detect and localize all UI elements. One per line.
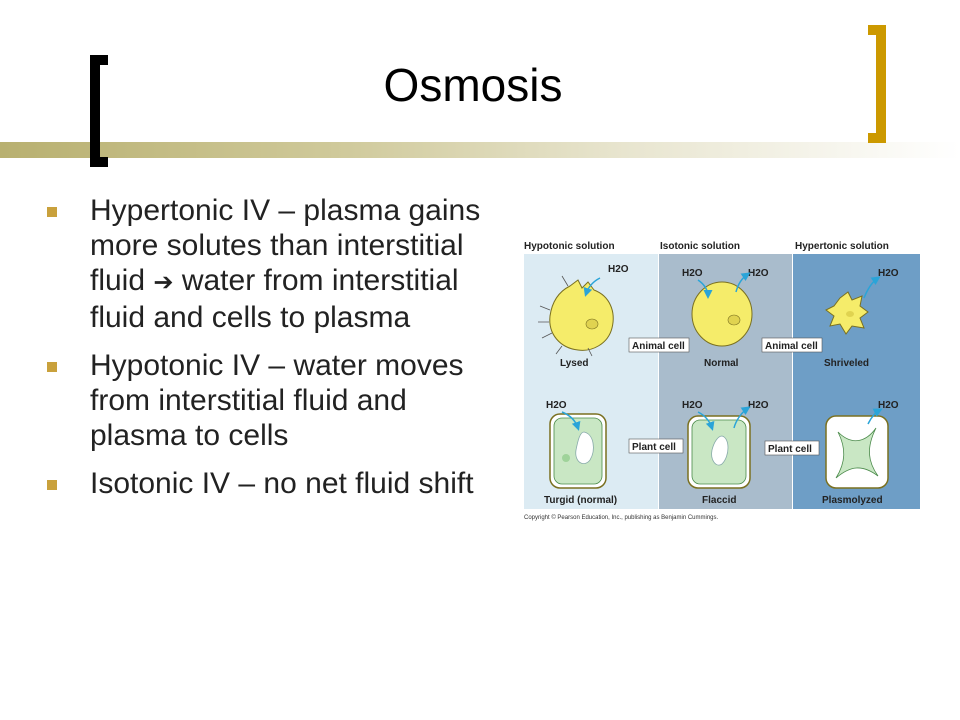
water-label: H2O <box>546 400 567 411</box>
shriveled-animal-cell <box>825 291 869 335</box>
water-label: H2O <box>878 268 899 279</box>
slide-title: Osmosis <box>383 59 563 111</box>
animal-cell-label: Animal cell <box>632 341 685 352</box>
label-lysed: Lysed <box>560 358 589 369</box>
right-bracket-decoration <box>868 25 886 143</box>
copyright-text: Copyright © Pearson Education, Inc., pub… <box>524 514 719 521</box>
animal-cell-callout-box <box>761 337 823 353</box>
water-arrow-in <box>583 277 601 297</box>
water-label: H2O <box>682 268 703 279</box>
label-shriveled: Shriveled <box>824 358 869 369</box>
water-arrow-out <box>863 276 881 299</box>
water-label: H2O <box>608 264 629 275</box>
label-normal: Normal <box>704 358 739 369</box>
bullet-lead: Isotonic IV <box>90 467 231 500</box>
header-hypotonic: Hypotonic solution <box>524 241 615 252</box>
bullet-isotonic: Isotonic IV – no net fluid shift <box>45 466 495 501</box>
flaccid-plant-cell <box>687 415 751 489</box>
plant-cell-callout-box <box>628 438 684 454</box>
bullet-hypertonic: Hypertonic IV – plasma gains more solute… <box>45 193 495 335</box>
turgid-plant-cell <box>549 413 607 489</box>
water-arrow-out <box>867 408 883 425</box>
right-arrow-icon: ➔ <box>153 269 174 296</box>
water-label: H2O <box>748 400 769 411</box>
left-bracket-decoration <box>90 55 108 167</box>
bullet-text-rest: water from interstitial fluid and cells … <box>90 264 459 334</box>
bullet-text: – no net fluid shift <box>230 467 474 500</box>
water-label: H2O <box>878 400 899 411</box>
animal-cell-label: Animal cell <box>765 341 818 352</box>
title-underline-band <box>0 142 960 158</box>
label-plasmolyzed: Plasmolyzed <box>822 495 883 506</box>
plant-cell-label: Plant cell <box>768 444 812 455</box>
water-arrow-in <box>561 411 581 431</box>
normal-animal-cell <box>691 281 753 347</box>
plasmolyzed-plant-cell <box>825 415 889 489</box>
water-label: H2O <box>682 400 703 411</box>
bullet-list: Hypertonic IV – plasma gains more solute… <box>45 193 495 514</box>
water-arrow-in <box>697 411 715 431</box>
water-arrow-in <box>697 279 713 299</box>
bullet-text: – plasma gains more solutes than interst… <box>90 194 481 297</box>
label-turgid: Turgid (normal) <box>544 495 617 506</box>
bullet-square-icon <box>47 480 57 490</box>
bullet-square-icon <box>47 207 57 217</box>
water-arrow-out <box>735 272 751 293</box>
osmosis-figure: Hypotonic solution Isotonic solution Hyp… <box>524 241 920 521</box>
bullet-hypotonic: Hypotonic IV – water moves from intersti… <box>45 348 495 453</box>
water-label: H2O <box>748 268 769 279</box>
animal-cell-callout-box <box>628 337 690 353</box>
water-arrow-out <box>733 406 751 429</box>
plant-cell-callout-box <box>764 440 820 456</box>
header-isotonic: Isotonic solution <box>660 241 740 252</box>
bullet-square-icon <box>47 362 57 372</box>
bullet-text: – water moves from interstitial fluid an… <box>90 349 464 452</box>
header-hypertonic: Hypertonic solution <box>795 241 889 252</box>
bullet-lead: Hypotonic IV <box>90 349 261 382</box>
label-flaccid: Flaccid <box>702 495 736 506</box>
bullet-lead: Hypertonic IV <box>90 194 271 227</box>
lysed-animal-cell <box>538 275 614 357</box>
plant-cell-label: Plant cell <box>632 442 676 453</box>
